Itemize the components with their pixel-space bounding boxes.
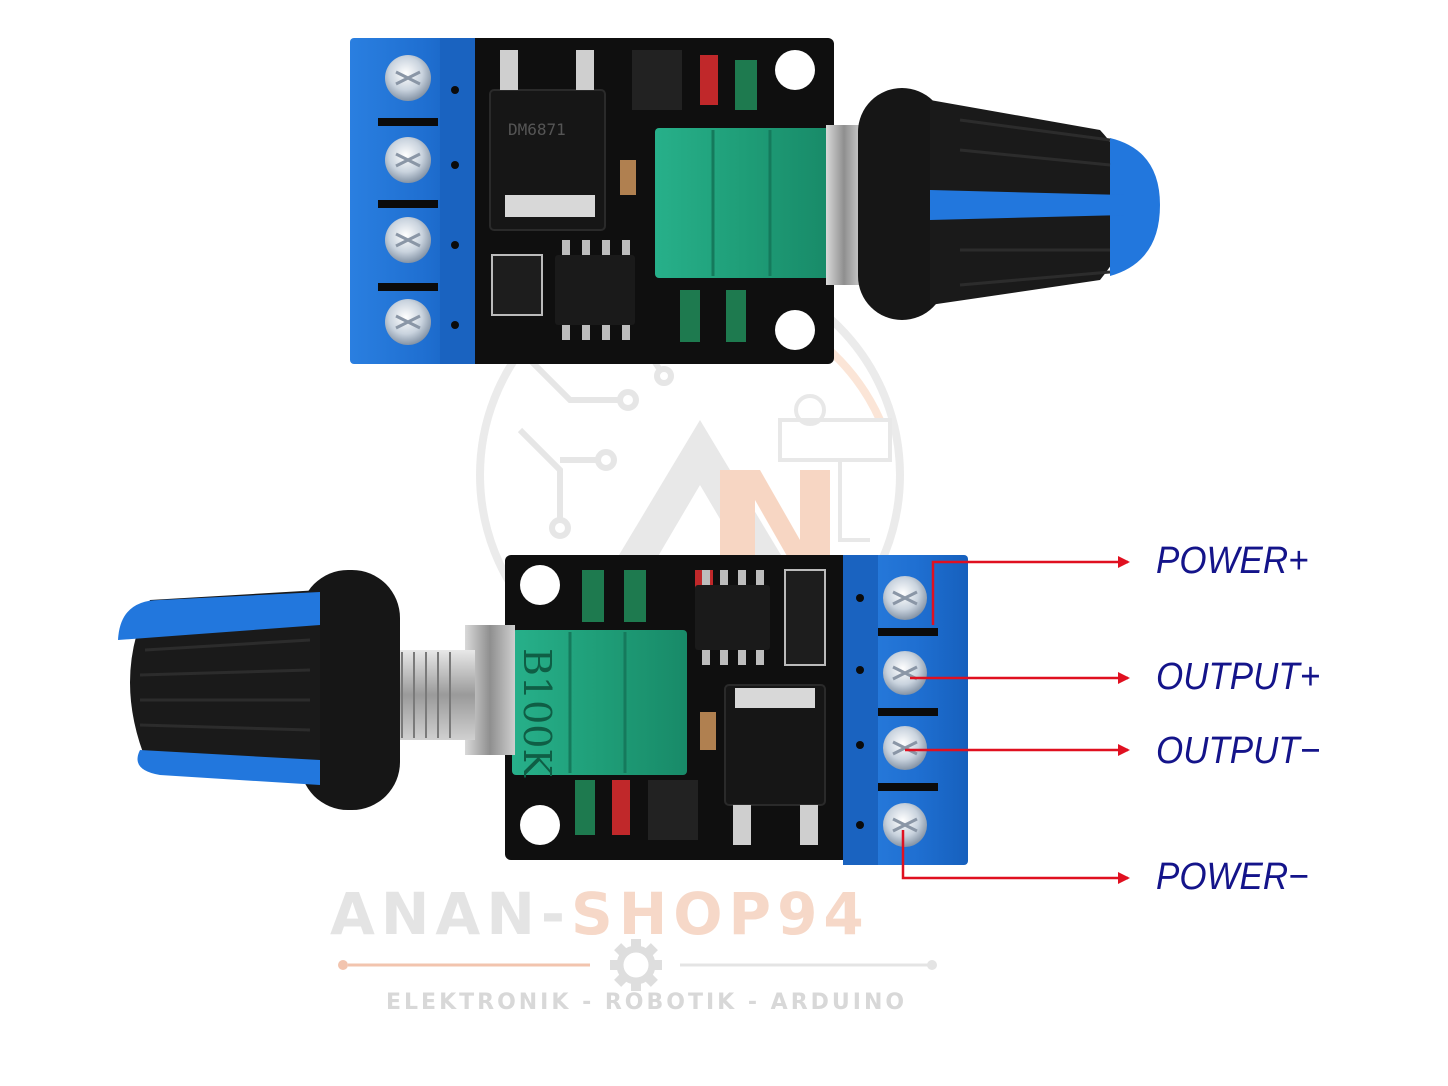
arrow-power-minus <box>901 830 1130 884</box>
label-output-plus: OUTPUT+ <box>1156 656 1321 698</box>
brand-part-2: SHOP94 <box>570 880 870 948</box>
ic-chip-bottom <box>695 585 770 650</box>
screw-power-minus <box>883 803 927 847</box>
knob-top <box>858 88 1160 320</box>
pwm-module-top: DM6871 <box>350 38 1160 364</box>
label-output-minus: OUTPUT− <box>1156 730 1321 772</box>
label-power-minus: POWER− <box>1156 856 1309 898</box>
mosfet-bottom <box>724 684 826 806</box>
arrow-power-plus <box>931 556 1130 625</box>
screw-output-plus <box>883 651 927 695</box>
pin-arrows <box>901 556 1130 884</box>
potentiometer-top <box>655 128 830 278</box>
potentiometer-bottom <box>512 630 687 775</box>
pot-marking: B100K <box>515 648 559 777</box>
label-power-plus: POWER+ <box>1156 540 1309 582</box>
brand-part-1: ANAN- <box>330 880 571 948</box>
gear-icon <box>610 939 662 991</box>
watermark-divider <box>338 939 937 991</box>
terminal-block-bottom <box>843 555 968 865</box>
screw-top-1 <box>385 55 431 101</box>
knob-bottom <box>118 570 400 810</box>
screw-top-4 <box>385 299 431 345</box>
screw-power-plus <box>883 576 927 620</box>
screw-top-3 <box>385 217 431 263</box>
watermark-tagline: ELEKTRONIK - ROBOTIK - ARDUINO <box>386 990 908 1015</box>
terminal-block-top <box>350 38 475 364</box>
chip-marking: DM6871 <box>508 120 566 139</box>
watermark-brand: ANAN-SHOP94 <box>330 880 950 950</box>
screw-top-2 <box>385 137 431 183</box>
ic-chip-top <box>555 255 635 325</box>
screw-output-minus <box>883 726 927 770</box>
pwm-module-bottom: B100K <box>118 555 968 865</box>
